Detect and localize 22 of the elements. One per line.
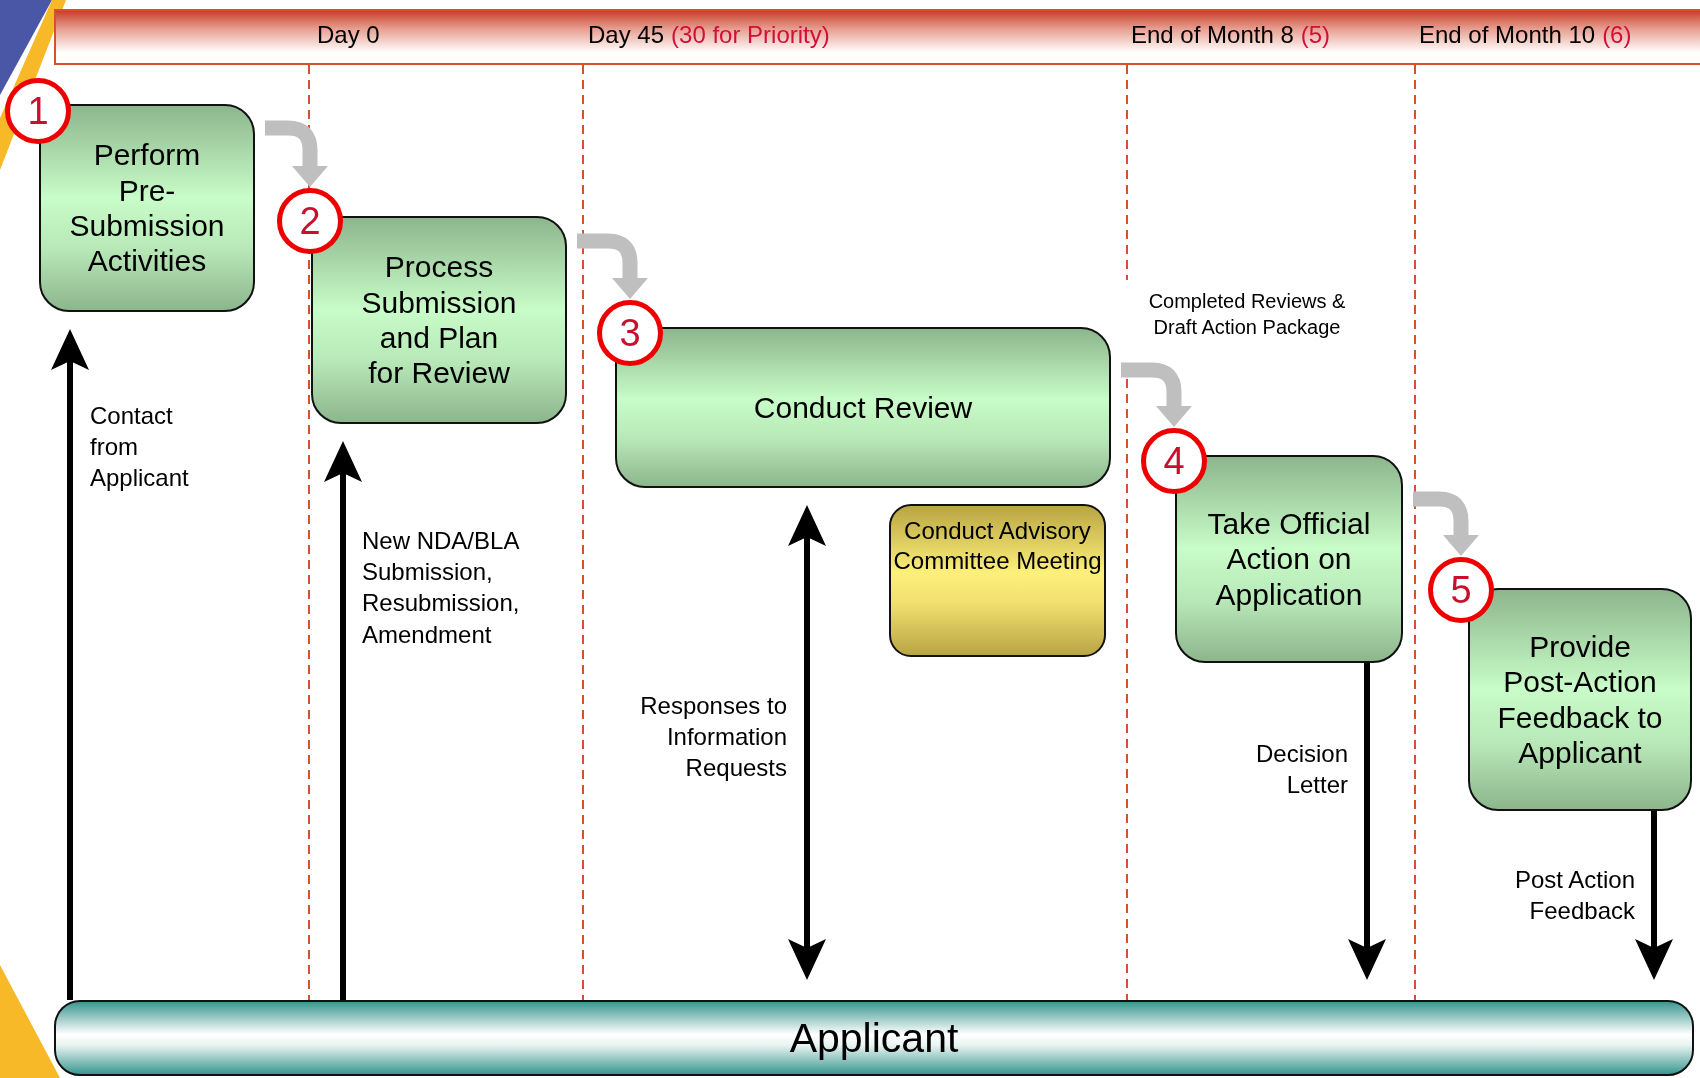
applicant-bar: Applicant bbox=[54, 1000, 1694, 1076]
timeline-note: (5) bbox=[1300, 21, 1331, 49]
step-number-circle: 3 bbox=[597, 300, 663, 366]
flow-arrow bbox=[1413, 491, 1479, 556]
arrow bbox=[1348, 663, 1386, 980]
flow-arrow bbox=[577, 233, 648, 299]
flow-arrow bbox=[1121, 362, 1192, 427]
meeting-box: Conduct Advisory Committee Meeting bbox=[889, 504, 1106, 657]
timeline-label: End of Month 10 bbox=[1419, 21, 1596, 49]
timeline-label: Day 45 bbox=[588, 21, 665, 49]
timeline-note: (6) bbox=[1602, 21, 1632, 49]
arrow bbox=[1635, 811, 1673, 980]
arrow bbox=[324, 441, 362, 1000]
arrow bbox=[788, 505, 826, 980]
timeline-note: (30 for Priority) bbox=[671, 21, 830, 49]
timeline-label: Day 0 bbox=[317, 21, 380, 49]
timeline-label: End of Month 8 bbox=[1131, 21, 1294, 49]
step-number-circle: 2 bbox=[277, 188, 343, 254]
arrow bbox=[51, 329, 89, 1000]
step-number-circle: 1 bbox=[5, 78, 71, 144]
step-number-circle: 5 bbox=[1428, 557, 1494, 623]
step-number-circle: 4 bbox=[1141, 428, 1207, 494]
